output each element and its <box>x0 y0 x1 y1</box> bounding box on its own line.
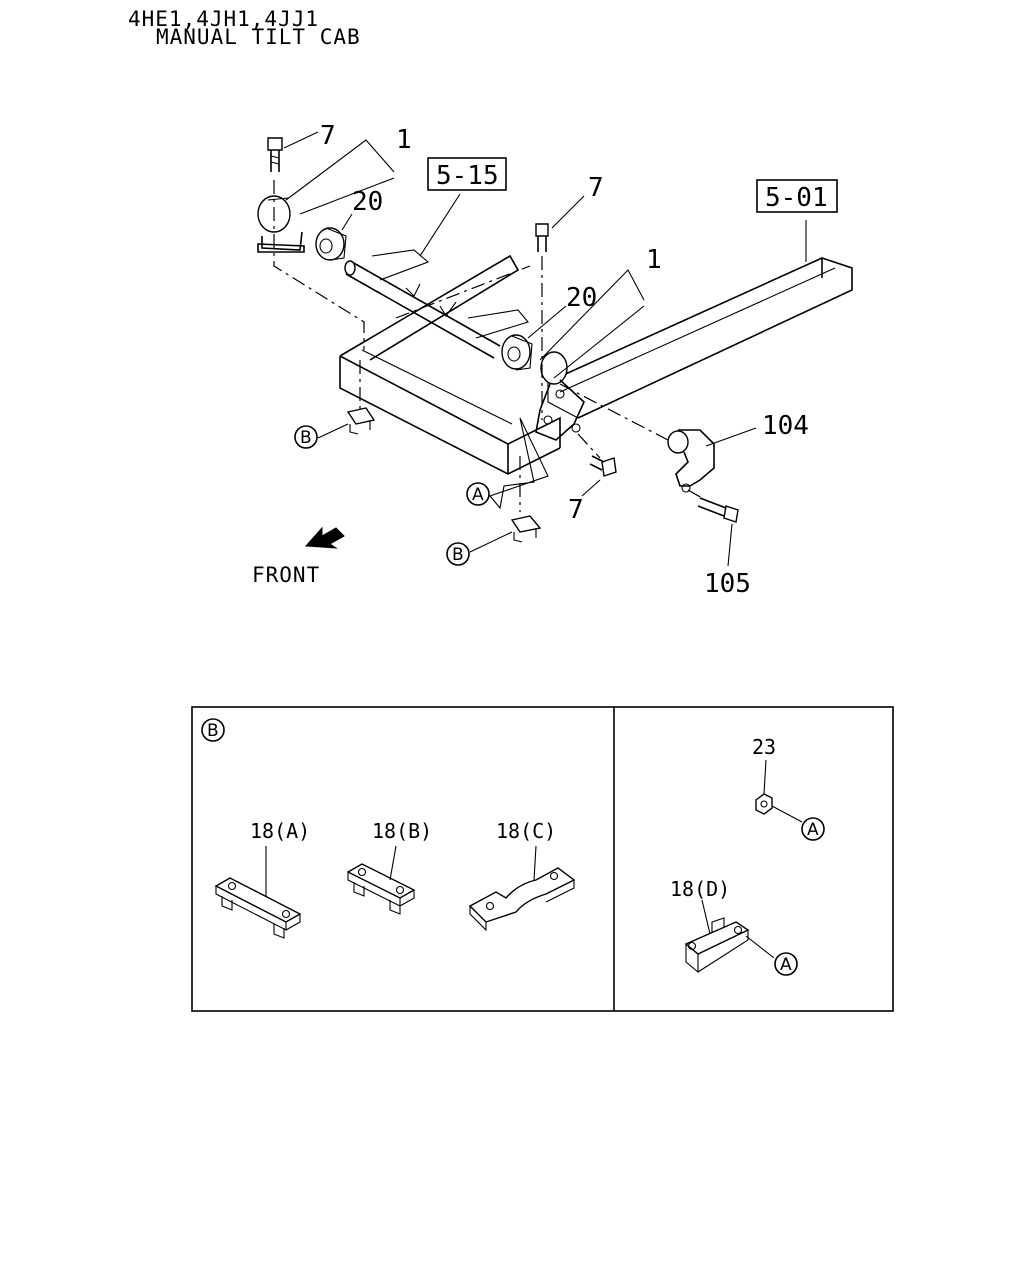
tilt-shaft <box>344 249 529 359</box>
ref-box-5-01 <box>756 179 838 213</box>
label-18d: 18(D) <box>670 877 730 901</box>
callout-a-nut: A <box>807 820 819 840</box>
part-label-20-top-left: 20 <box>352 187 383 217</box>
callout-a-mid: A <box>472 485 484 505</box>
part-label-104: 104 <box>762 411 809 441</box>
plate-18c <box>468 845 576 932</box>
rubber-bushing-left <box>315 227 347 261</box>
leader-lines <box>283 131 807 567</box>
front-label: FRONT <box>252 563 320 587</box>
part-label-105: 105 <box>704 569 751 599</box>
label-18b: 18(B) <box>372 819 432 843</box>
callout-b-bottom: B <box>452 545 464 565</box>
nut-23 <box>755 759 803 823</box>
label-18a: 18(A) <box>250 819 310 843</box>
callout-box-b: B <box>207 721 219 741</box>
bolt-stopper <box>697 497 739 523</box>
cab-mount-bracket-left <box>257 195 305 253</box>
part-label-7-front: 7 <box>568 495 584 525</box>
callout-a-plate: A <box>780 955 792 975</box>
diagram-title: MANUAL TILT CAB <box>156 25 361 49</box>
front-direction-arrow <box>304 526 345 549</box>
callout-circle-a-mid <box>466 482 490 506</box>
assembly-centerlines <box>273 180 703 512</box>
bolt-front <box>589 455 617 477</box>
callout-circle-b-bottom <box>446 542 470 566</box>
callout-circle-b-left <box>294 425 318 449</box>
part-label-20-mid: 20 <box>566 283 597 313</box>
ref-label-5-01: 5-01 <box>765 183 828 213</box>
detail-panel <box>191 706 894 1012</box>
engine-models-heading: 4HE1,4JH1,4JJ1 <box>128 7 319 31</box>
callout-circle-a-nut <box>801 817 825 841</box>
mount-pad-b-left <box>346 407 376 435</box>
plate-18a <box>214 846 302 939</box>
part-label-1-top-left: 1 <box>396 125 412 155</box>
callout-b-left: B <box>300 428 312 448</box>
callout-circle-box-b <box>201 718 225 742</box>
cab-mount-bracket-mid <box>535 351 585 441</box>
part-label-7-top-mid: 7 <box>588 173 604 203</box>
bolt-top-left <box>267 137 283 172</box>
label-23: 23 <box>752 735 776 759</box>
callout-circle-a-plate <box>774 952 798 976</box>
bolt-top-mid <box>535 223 549 252</box>
ref-box-5-15 <box>427 157 507 191</box>
part-label-7-top-left: 7 <box>320 121 336 151</box>
plate-18d <box>684 899 775 974</box>
label-18c: 18(C) <box>496 819 556 843</box>
ref-label-5-15: 5-15 <box>436 161 499 191</box>
rubber-bushing-mid <box>501 334 533 371</box>
part-label-1-mid: 1 <box>646 245 662 275</box>
cab-stopper <box>667 429 715 493</box>
plate-18b <box>346 845 416 915</box>
mount-pad-b-bottom <box>510 515 542 543</box>
frame-side-rail <box>547 257 853 419</box>
